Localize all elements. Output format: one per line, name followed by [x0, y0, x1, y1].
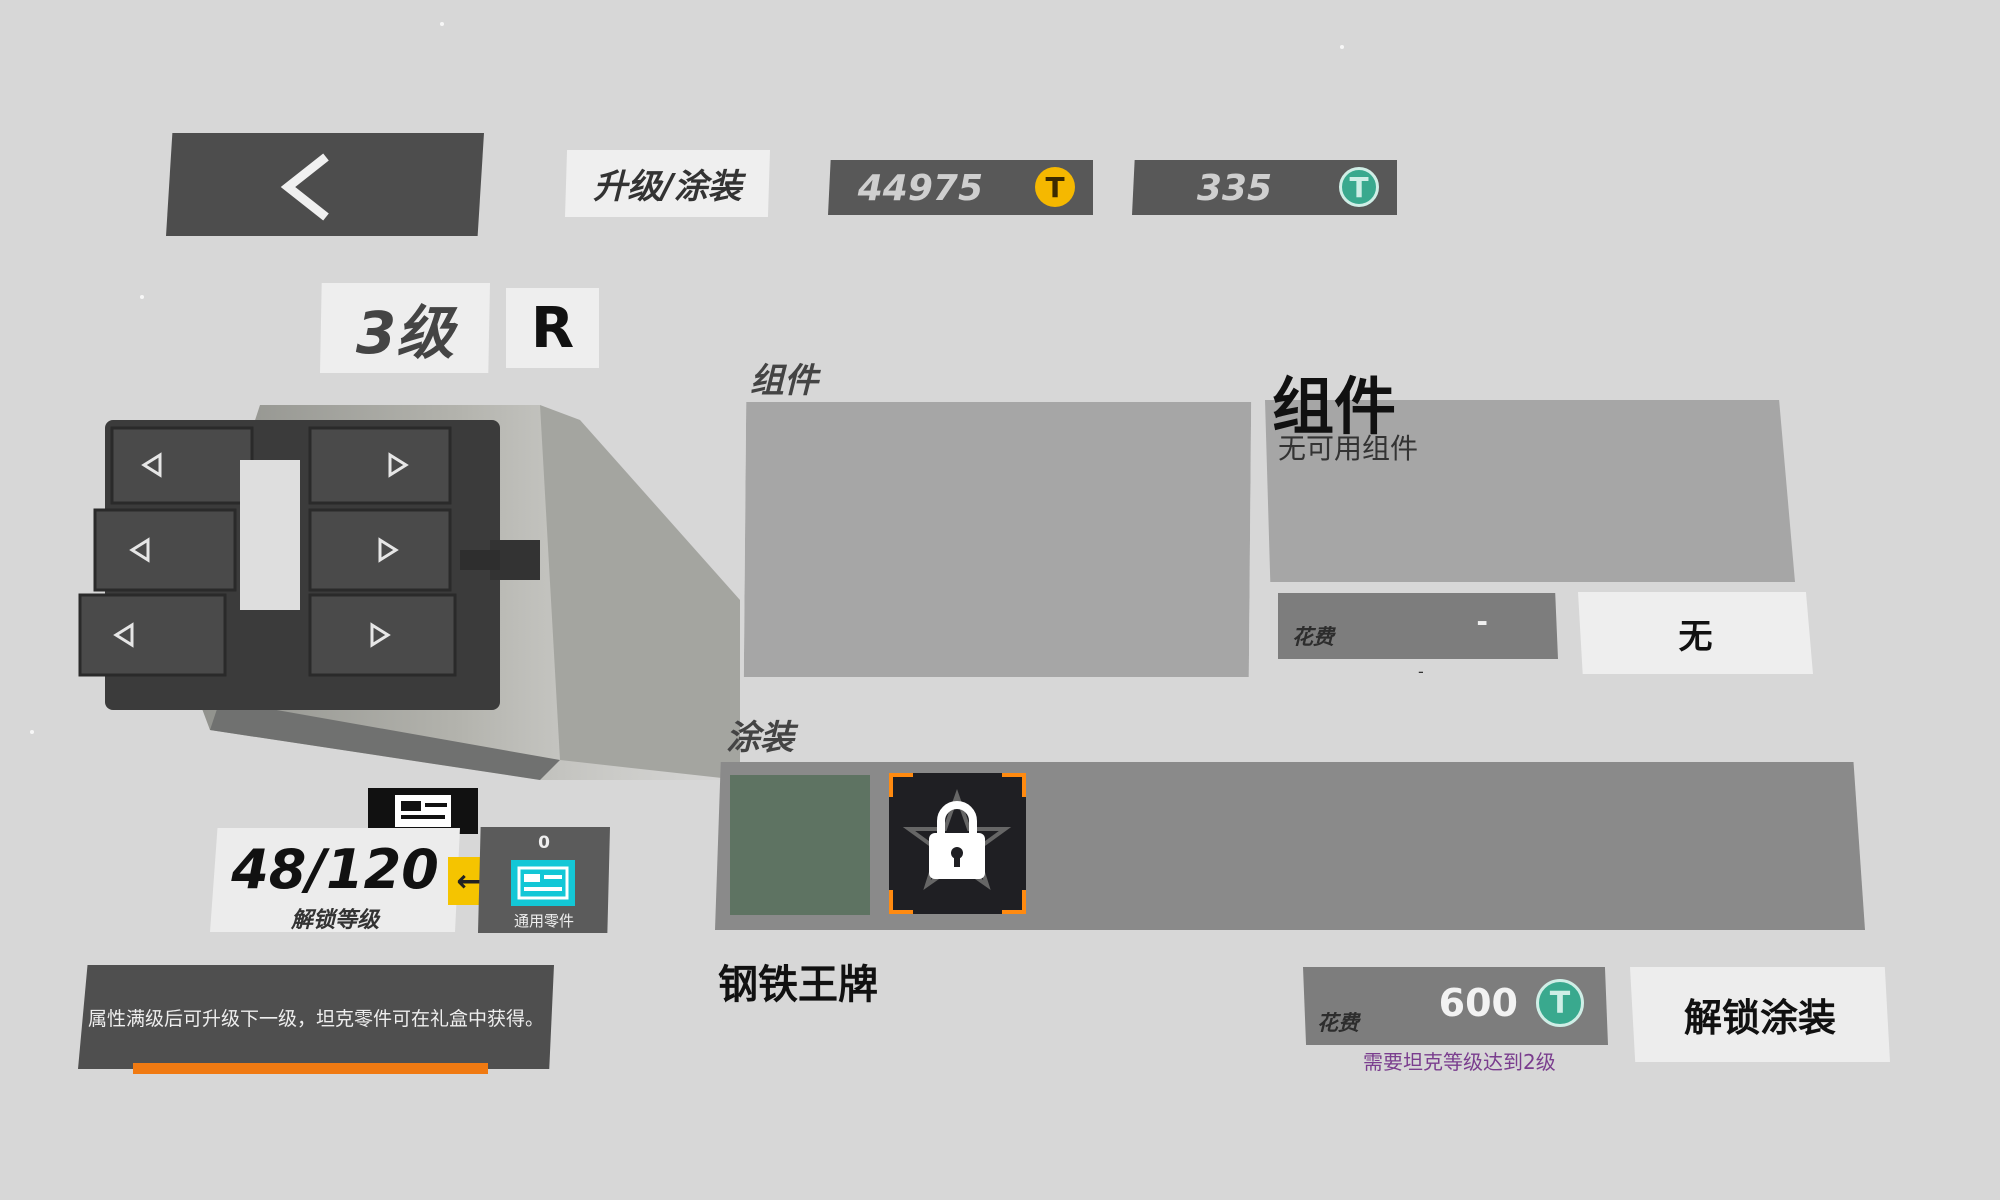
paint-cost-label: 花费 [1317, 1011, 1359, 1035]
generic-parts-slot[interactable]: 0 通用零件 [478, 827, 610, 933]
components-list [744, 402, 1251, 677]
component-cost-value: - [1476, 605, 1488, 638]
paint-name: 钢铁王牌 [718, 962, 878, 1008]
tip-accent-bar [133, 1063, 488, 1074]
unlock-paint-button[interactable]: 解锁涂装 [1630, 967, 1890, 1062]
paint-requirement: 需要坦克等级达到2级 [1363, 1050, 1556, 1074]
component-empty-text: 无可用组件 [1278, 432, 1419, 465]
tank-part-model [78, 405, 740, 780]
lock-icon [902, 788, 1012, 891]
card-icon [395, 795, 451, 827]
gold-coin-icon: T [1035, 167, 1075, 207]
unlock-level-box: 48/120 解锁等级 [210, 828, 460, 932]
component-title: 组件 [1272, 370, 1397, 443]
component-cost-box: 花费 - [1278, 593, 1558, 659]
paint-slot-locked[interactable] [889, 773, 1026, 914]
tip-text: 属性满级后可升级下一级，坦克零件可在礼盒中获得。 [78, 965, 554, 1069]
component-sub-dash: - [1418, 662, 1424, 681]
components-section-label: 组件 [750, 361, 818, 401]
generic-part-card-icon [511, 860, 575, 906]
chevron-left-icon [280, 153, 329, 221]
paint-section-label: 涂装 [726, 718, 794, 758]
ticket-coin-icon: T [1536, 979, 1584, 1027]
part-level-badge: 3级 [320, 283, 490, 373]
gold-amount: 44975 [857, 168, 983, 209]
page-title: 升级/涂装 [565, 150, 770, 217]
gold-currency: 44975 T [828, 160, 1093, 215]
paint-slot-default[interactable] [730, 775, 870, 915]
ticket-currency: 335 T [1132, 160, 1397, 215]
ticket-amount: 335 [1196, 168, 1272, 209]
unlock-progress: 48/120 [231, 838, 439, 901]
paint-strip [715, 762, 1865, 930]
component-action-button[interactable]: 无 [1578, 592, 1813, 674]
part-type-badge [368, 788, 478, 834]
unlock-label: 解锁等级 [290, 908, 379, 933]
rarity-badge: R [506, 288, 599, 368]
component-detail-panel [1265, 400, 1795, 582]
generic-parts-count: 0 [538, 833, 550, 853]
back-button[interactable] [166, 133, 484, 236]
generic-parts-label: 通用零件 [513, 912, 574, 930]
paint-cost-box: 花费 600 T [1303, 967, 1608, 1045]
component-cost-label: 花费 [1292, 625, 1334, 649]
ticket-coin-icon: T [1339, 167, 1379, 207]
paint-cost-value: 600 [1438, 981, 1518, 1025]
